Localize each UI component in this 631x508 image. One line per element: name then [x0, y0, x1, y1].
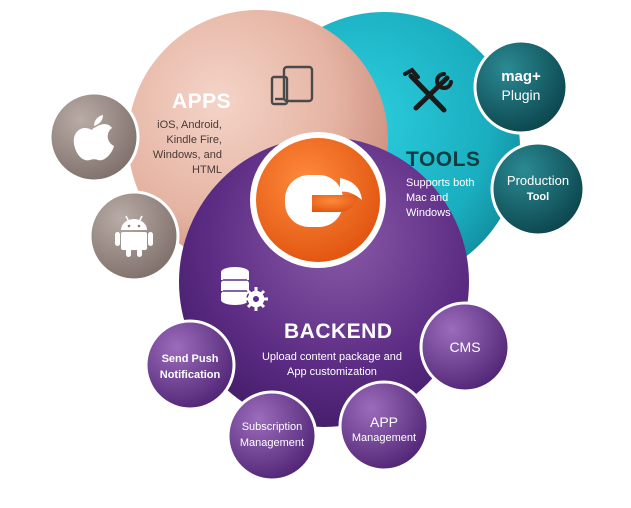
send-push-line2: Notification [159, 369, 221, 381]
subscription-management-line1: Subscription [241, 421, 303, 433]
app-management-line1: APP [369, 414, 398, 430]
backend-desc-line: Upload content package and [261, 351, 403, 363]
apple-icon [73, 115, 114, 161]
mag-plugin-bubble[interactable] [473, 39, 569, 135]
send-push-line1: Send Push [161, 353, 219, 365]
tools-description: Supports both Mac and Windows [406, 176, 475, 221]
production-tool-line2: Tool [526, 191, 550, 203]
subscription-management-bubble[interactable] [226, 390, 318, 482]
android-icon [115, 215, 153, 257]
backend-title: BACKEND [284, 320, 393, 343]
backend-desc-line: App customization [287, 366, 377, 378]
send-push-label: Send Push Notification [150, 351, 230, 383]
devices-icon [270, 65, 314, 106]
apps-description: iOS, Android, Kindle Fire, Windows, and … [150, 118, 222, 178]
subscription-management-label: Subscription Management [232, 419, 312, 451]
apps-desc-line: iOS, Android, [157, 119, 222, 131]
backend-description: Upload content package and App customiza… [254, 350, 410, 380]
app-management-line2: Management [351, 432, 417, 444]
apps-desc-line: Windows, and [152, 149, 222, 161]
tools-desc-line: Mac and [406, 192, 449, 204]
apps-desc-line: HTML [192, 164, 222, 176]
app-management-label: APP Management [344, 414, 424, 446]
apps-title: APPS [172, 90, 232, 113]
send-push-bubble[interactable] [144, 319, 236, 411]
tools-icon [403, 67, 453, 113]
cms-bubble[interactable] [419, 301, 511, 393]
tools-desc-line: Supports both [406, 177, 475, 189]
production-tool-bubble[interactable] [490, 141, 586, 237]
tools-desc-line: Windows [406, 207, 451, 219]
mag-plugin-text: Plugin [501, 87, 541, 103]
mag-plugin-label: mag+ Plugin [481, 68, 561, 104]
subscription-management-line2: Management [239, 437, 305, 449]
tools-title: TOOLS [406, 148, 481, 171]
app-management-bubble[interactable] [338, 380, 430, 472]
production-tool-label: Production Tool [498, 173, 578, 205]
production-tool-line1: Production [506, 173, 570, 188]
mag-plugin-brand: mag+ [501, 68, 541, 85]
apps-desc-line: Kindle Fire, [166, 134, 222, 146]
database-gear-icon [221, 267, 268, 311]
mag-logo-icon [285, 175, 362, 227]
cms-label: CMS [449, 339, 481, 355]
